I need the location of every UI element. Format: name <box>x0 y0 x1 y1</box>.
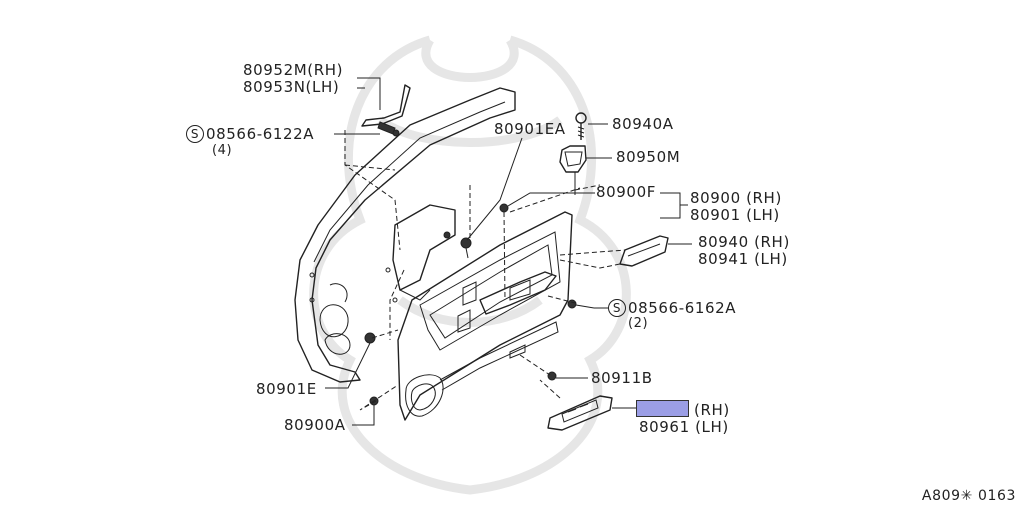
label-bracket-rh: 80952M(RH) <box>243 61 344 79</box>
catalog-code: A809✳ 0163 <box>921 488 1016 504</box>
label-finisher-lh: 80901 (LH) <box>690 206 780 224</box>
pull-handle-part <box>559 145 587 195</box>
highlighted-part-number-box[interactable] <box>636 400 689 417</box>
screw-symbol-icon: S <box>186 125 204 143</box>
label-screw-upper-qty: (4) <box>212 143 233 158</box>
label-screw-80940a: 80940A <box>612 115 674 133</box>
label-clip-e: 80901E <box>256 380 317 398</box>
label-clip-a: 80900A <box>284 416 346 434</box>
fasteners <box>364 203 595 412</box>
armrest-cover-part <box>619 235 669 267</box>
door-finisher-part <box>397 211 573 421</box>
screw-symbol-icon: S <box>608 299 626 317</box>
label-clip-ea: 80901EA <box>494 120 566 138</box>
door-inner-panel <box>294 87 516 383</box>
label-screw-lower-qty: (2) <box>628 316 649 331</box>
assembly-dashed-lines <box>344 130 626 411</box>
label-finisher-rh: 80900 (RH) <box>690 189 782 207</box>
label-armrest-rh: 80940 (RH) <box>698 233 790 251</box>
screw-80940a-part <box>575 112 587 140</box>
leader-lines <box>325 77 692 426</box>
label-armrest-lh: 80941 (LH) <box>698 250 788 268</box>
screw-upper-part-number: 08566-6122A <box>206 125 315 143</box>
label-screw-b: 80911B <box>591 369 653 387</box>
label-clip-f: 80900F <box>596 183 656 201</box>
label-switch-lh: 80961 (LH) <box>639 418 729 436</box>
screw-lower-part-number: 08566-6162A <box>628 299 737 317</box>
label-switch-rh-suffix: (RH) <box>694 401 730 419</box>
label-pull-handle: 80950M <box>616 148 681 166</box>
switch-bezel-part <box>547 395 613 431</box>
bracket-part <box>361 84 411 137</box>
label-bracket-lh: 80953N(LH) <box>243 78 340 96</box>
